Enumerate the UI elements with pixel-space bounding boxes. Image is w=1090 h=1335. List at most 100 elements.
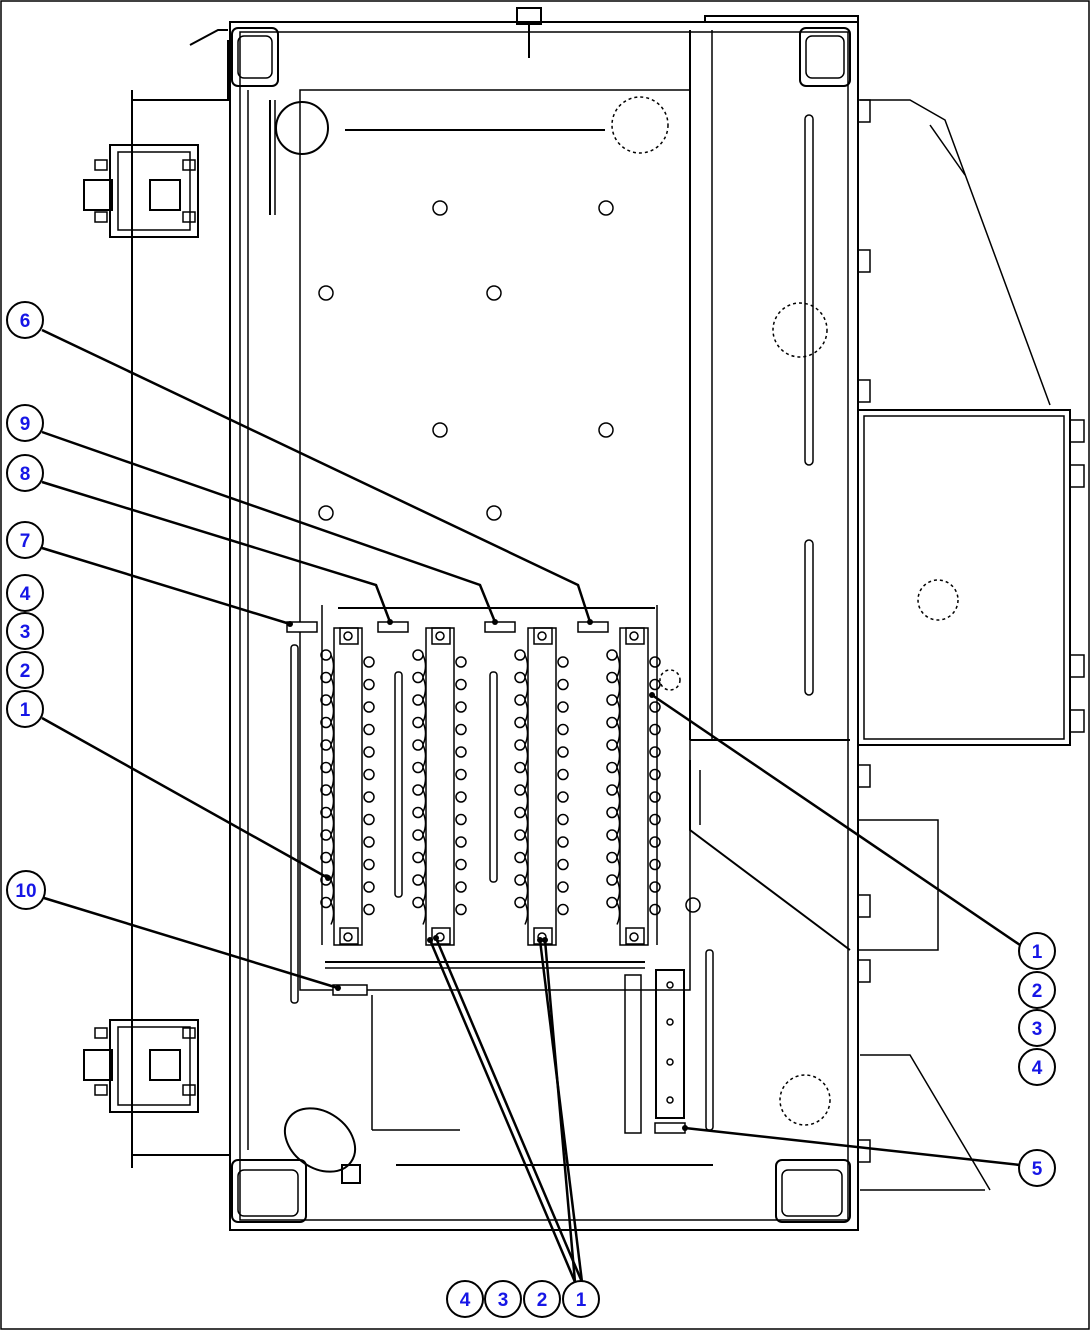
callout-bubbles: 6 9 8 7 4 3 2 1 10 1 2 3 4 5 4 3 2 1 (6, 301, 1056, 1318)
leader-10 (43, 896, 339, 990)
leader-1-bottom-a (434, 937, 584, 1283)
terminal-screw (455, 858, 467, 871)
terminal-screw (649, 701, 661, 713)
terminal-screw (606, 716, 618, 729)
terminal-strip-4 (606, 627, 661, 946)
terminal-screw (649, 768, 661, 781)
terminal-screw (557, 746, 569, 758)
callout-2-bottom: 2 (523, 1280, 561, 1318)
callout-1-bottom: 1 (562, 1280, 600, 1318)
terminal-screw (557, 656, 569, 668)
callout-2-left: 2 (6, 651, 44, 689)
terminal-screw (606, 694, 618, 706)
terminal-screw (514, 716, 526, 729)
terminal-screw (455, 903, 467, 916)
terminal-screw (412, 761, 424, 774)
terminal-screw (514, 829, 526, 841)
svg-text:7: 7 (20, 531, 31, 552)
terminal-screw (514, 671, 526, 684)
leader-7-dot (287, 621, 293, 627)
terminal-screw (412, 671, 424, 684)
terminal-screw (412, 716, 424, 729)
leader-10-dot (335, 985, 341, 991)
leader-7 (41, 546, 291, 626)
terminal-screw (363, 746, 375, 758)
callout-1-right: 1 (1018, 932, 1056, 970)
mounting-holes (318, 200, 701, 913)
terminal-screw (455, 768, 467, 781)
terminal-strips (320, 627, 661, 946)
left-mounting-rails (131, 29, 230, 1168)
terminal-screw (363, 656, 375, 668)
terminal-screw (412, 896, 424, 909)
label-plate-5 (654, 1122, 686, 1134)
terminal-screw (363, 678, 375, 691)
svg-text:8: 8 (20, 464, 31, 485)
svg-text:10: 10 (15, 881, 36, 902)
terminal-screw (606, 739, 618, 751)
callout-10: 10 (6, 870, 46, 910)
terminal-screw (649, 791, 661, 803)
terminal-screw (606, 761, 618, 774)
ground-bar-bolts (666, 981, 674, 1104)
callout-4-right: 4 (1018, 1048, 1056, 1086)
svg-text:5: 5 (1032, 1159, 1043, 1180)
terminal-screw (455, 701, 467, 713)
terminal-screw (606, 851, 618, 864)
terminal-screw (557, 836, 569, 848)
ground-bolt (666, 1058, 674, 1066)
terminal-screw (649, 723, 661, 736)
terminal-screw (557, 678, 569, 691)
terminal-strip-1 (320, 627, 375, 946)
svg-text:1: 1 (20, 700, 31, 721)
callout-7: 7 (6, 521, 44, 559)
terminal-screw (606, 784, 618, 796)
terminal-screw (606, 896, 618, 909)
terminal-screw (412, 829, 424, 841)
leader-1-left (41, 716, 329, 880)
callout-3-bottom: 3 (484, 1280, 522, 1318)
terminal-screw (606, 806, 618, 819)
terminal-screw (412, 784, 424, 796)
terminal-screw (363, 768, 375, 781)
leader-1-right-dot (649, 692, 655, 698)
svg-text:1: 1 (1032, 942, 1043, 963)
terminal-screw (455, 746, 467, 758)
terminal-strip-2 (412, 627, 467, 946)
terminal-screw (557, 858, 569, 871)
callout-2-right: 2 (1018, 971, 1056, 1009)
terminal-screw (514, 851, 526, 864)
callout-9: 9 (6, 404, 44, 442)
terminal-screw (649, 678, 661, 691)
terminal-screw (412, 874, 424, 886)
svg-text:3: 3 (20, 622, 31, 643)
callout-4-bottom: 4 (446, 1280, 484, 1318)
leader-9-dot (492, 619, 498, 625)
terminal-screw (606, 829, 618, 841)
main-enclosure (229, 7, 959, 1231)
terminal-screw (514, 874, 526, 886)
terminal-screw (557, 768, 569, 781)
terminal-screw (514, 739, 526, 751)
leader-1-bottom-c (428, 939, 577, 1283)
leader-1-bottom-d (543, 939, 577, 1283)
leader-8 (41, 480, 392, 623)
label-plate-8 (377, 621, 409, 633)
terminal-screw (363, 813, 375, 826)
leader-lines (41, 328, 1021, 1283)
terminal-screw (649, 903, 661, 916)
callout-1-left: 1 (6, 690, 44, 728)
leader-5 (684, 1126, 1021, 1167)
leader-8-dot (387, 619, 393, 625)
leader-1-bottom-b-dot (537, 937, 543, 943)
cable-clamp (283, 1107, 361, 1184)
terminal-screw (649, 746, 661, 758)
label-plate-10 (332, 984, 368, 996)
leader-6 (41, 328, 592, 623)
terminal-screw (649, 656, 661, 668)
terminal-screw (557, 723, 569, 736)
terminal-screw (455, 656, 467, 668)
terminal-screw (514, 896, 526, 909)
